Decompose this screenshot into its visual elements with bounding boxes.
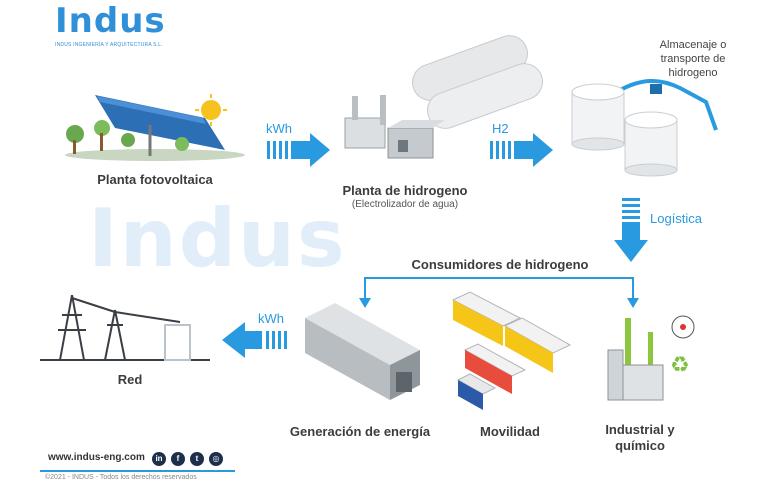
hydrogen-plant-illustration — [344, 35, 543, 159]
storage-label-line2: transporte de — [660, 53, 726, 65]
website-link[interactable]: www.indus-eng.com — [48, 452, 145, 463]
linkedin-icon[interactable]: in — [152, 452, 166, 466]
power-generation-illustration — [305, 303, 420, 400]
kwh-label-bottom: kWh — [258, 311, 284, 326]
hydrogen-plant-label: Planta de hidrogeno — [342, 183, 468, 198]
consumers-label: Consumidores de hidrogeno — [411, 257, 589, 272]
twitter-icon[interactable]: t — [190, 452, 204, 466]
kwh-label-top: kWh — [266, 121, 292, 136]
logo-tagline: INDUS INGENIERÍA Y ARQUITECTURA S.L. — [55, 42, 163, 48]
industrial-label: Industrial y químico — [595, 422, 685, 454]
h2-arrow — [490, 133, 553, 167]
hydrogen-plant-sublabel: (Electrolizador de agua) — [351, 199, 459, 210]
storage-label-line3: hidrogeno — [668, 67, 718, 79]
industrial-illustration: ♻ — [607, 315, 695, 401]
h2-label: H2 — [492, 121, 509, 136]
facebook-icon[interactable]: f — [171, 452, 185, 466]
kwh-arrow-top — [267, 133, 330, 167]
solar-plant-label: Planta fotovoltaica — [97, 172, 213, 187]
copyright-text: ©2021 - INDUS - Todos los derechos reser… — [45, 474, 197, 481]
company-logo: Indus — [55, 1, 166, 41]
solar-plant-illustration — [65, 94, 245, 161]
instagram-icon[interactable]: ◎ — [209, 452, 223, 466]
power-generation-label: Generación de energía — [289, 424, 431, 439]
svg-text:♻: ♻ — [670, 353, 690, 378]
watermark-logo: Indus — [88, 192, 347, 285]
storage-label-line1: Almacenaje o — [659, 39, 727, 51]
grid-label: Red — [117, 372, 143, 387]
industrial-label-line1: Industrial y — [605, 422, 675, 437]
footer-divider — [40, 470, 235, 472]
storage-label: Almacenaje o transporte de hidrogeno — [638, 38, 748, 80]
kwh-arrow-bottom — [222, 322, 287, 358]
industrial-label-line2: químico — [615, 438, 665, 453]
logistics-label: Logística — [650, 211, 703, 226]
logistics-arrow — [614, 198, 648, 262]
consumers-bracket — [364, 277, 634, 300]
mobility-label: Movilidad — [480, 424, 540, 439]
grid-illustration — [40, 294, 210, 361]
storage-tanks-illustration — [571, 78, 718, 177]
mobility-illustration — [451, 291, 572, 410]
